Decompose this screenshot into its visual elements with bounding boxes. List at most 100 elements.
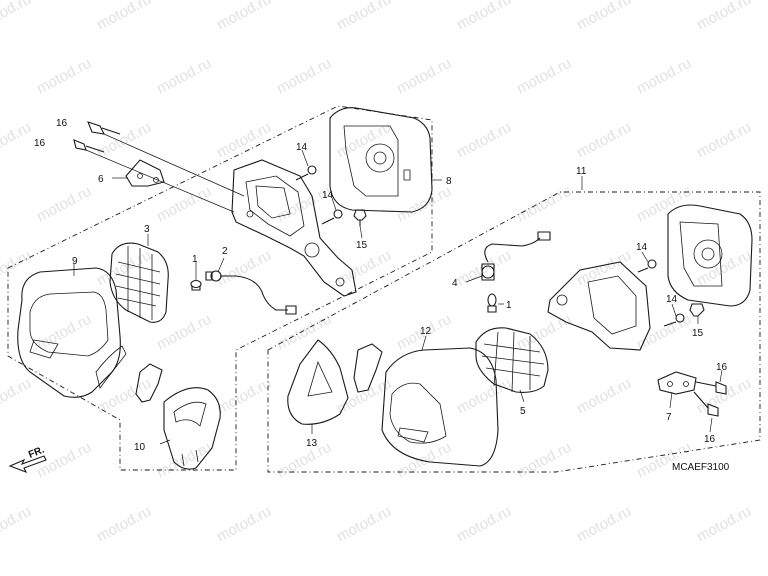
watermark-text: motod.ru <box>394 183 454 226</box>
callout-4: 4 <box>452 278 458 289</box>
callout-1-right: 1 <box>506 300 512 311</box>
callout-3: 3 <box>144 224 150 235</box>
watermark-text: motod.ru <box>0 119 34 162</box>
watermark-text: motod.ru <box>514 55 574 98</box>
watermark-text: motod.ru <box>694 119 754 162</box>
stay-bracket-left <box>125 159 165 187</box>
grommet-right <box>689 303 705 317</box>
watermark-text: motod.ru <box>214 375 274 418</box>
screw-right-a <box>637 259 657 273</box>
watermark-text: motod.ru <box>154 55 214 98</box>
socket-wire-right <box>481 231 551 281</box>
watermark-text: motod.ru <box>634 311 694 354</box>
screw-left-a <box>295 165 317 181</box>
mirror-right <box>667 204 753 307</box>
watermark-text: motod.ru <box>634 439 694 482</box>
watermark-text: motod.ru <box>574 247 634 290</box>
callout-labels: 9 3 1 2 6 16 16 14 14 15 8 10 13 12 4 1 … <box>34 118 728 453</box>
screw-left-b <box>321 209 343 225</box>
cover-right <box>381 347 499 467</box>
lens-left <box>109 242 169 323</box>
clip-right <box>353 343 383 393</box>
watermark-text: motod.ru <box>694 375 754 418</box>
callout-13: 13 <box>306 438 318 449</box>
watermark-text: motod.ru <box>694 247 754 290</box>
mirror-left <box>329 107 433 213</box>
watermark-text: motod.ru <box>514 439 574 482</box>
watermark-text: motod.ru <box>274 55 334 98</box>
callout-6: 6 <box>98 174 104 185</box>
callout-15-a: 15 <box>356 240 368 251</box>
watermark-text: motod.ru <box>574 0 634 34</box>
watermark-text: motod.ru <box>154 183 214 226</box>
watermark-text: motod.ru <box>0 375 34 418</box>
callout-11: 11 <box>576 166 587 177</box>
watermark-text: motod.ru <box>394 439 454 482</box>
garnish-left <box>163 387 221 470</box>
bolt-right-upper <box>695 381 727 395</box>
left-group-frame <box>7 105 433 471</box>
screw-right-b <box>663 313 685 327</box>
watermark-text: motod.ru <box>394 55 454 98</box>
diagram-code: MCAEF3100 <box>672 462 730 473</box>
bracket-right <box>547 261 651 351</box>
watermark-text: motod.ru <box>0 247 34 290</box>
watermark-text: motod.ru <box>274 311 334 354</box>
bolt-left-upper <box>87 121 121 135</box>
watermark-text: motod.ru <box>94 0 154 34</box>
watermark-text: motod.ru <box>694 503 754 546</box>
leader-bolt-upper <box>103 133 245 197</box>
watermark-text: motod.ru <box>214 503 274 546</box>
bulb-right <box>487 293 497 313</box>
front-direction-label: FR. <box>27 444 46 460</box>
watermark-text: motod.ru <box>0 0 34 34</box>
leader-bolt-lower <box>85 149 235 213</box>
callout-10: 10 <box>134 442 146 453</box>
callout-12: 12 <box>420 326 432 337</box>
callout-7: 7 <box>666 412 672 423</box>
watermark-text: motod.ru <box>694 0 754 34</box>
watermark-text: motod.ru <box>214 119 274 162</box>
callout-14-b: 14 <box>322 190 334 201</box>
bulb-left <box>190 279 202 291</box>
watermark-text: motod.ru <box>94 503 154 546</box>
watermark-text: motod.ru <box>34 183 94 226</box>
callout-16-d: 16 <box>704 434 716 445</box>
grommet-left <box>353 209 367 226</box>
callout-16-a: 16 <box>56 118 68 129</box>
watermark-text: motod.ru <box>634 55 694 98</box>
leader-lines <box>73 149 723 445</box>
lens-right <box>475 327 549 393</box>
callout-8: 8 <box>446 176 452 187</box>
front-arrow-icon <box>8 455 47 474</box>
callout-2: 2 <box>222 246 228 257</box>
callout-15-b: 15 <box>692 328 704 339</box>
callout-14-a: 14 <box>296 142 308 153</box>
watermark-text: motod.ru <box>574 503 634 546</box>
watermark-text: motod.ru <box>214 0 274 34</box>
watermark-text: motod.ru <box>334 0 394 34</box>
clip-left <box>135 363 163 403</box>
watermark-text: motod.ru <box>154 439 214 482</box>
watermark-text: motod.ru <box>34 55 94 98</box>
bracket-left <box>231 159 357 297</box>
socket-wire-left <box>205 270 297 315</box>
cover-left <box>17 267 127 398</box>
watermark-text: motod.ru <box>334 503 394 546</box>
watermark-text: motod.ru <box>34 311 94 354</box>
watermark-text: motod.ru <box>574 375 634 418</box>
callout-14-c: 14 <box>636 242 648 253</box>
callout-5: 5 <box>520 406 526 417</box>
callout-16-c: 16 <box>716 362 728 373</box>
watermark-text: motod.ru <box>274 439 334 482</box>
garnish-right <box>287 339 349 425</box>
bolt-right-lower <box>693 391 719 417</box>
watermark-text: motod.ru <box>0 503 34 546</box>
watermark-text: motod.ru <box>454 375 514 418</box>
callout-1-left: 1 <box>192 254 198 265</box>
watermark-text: motod.ru <box>514 183 574 226</box>
watermark-text: motod.ru <box>634 183 694 226</box>
